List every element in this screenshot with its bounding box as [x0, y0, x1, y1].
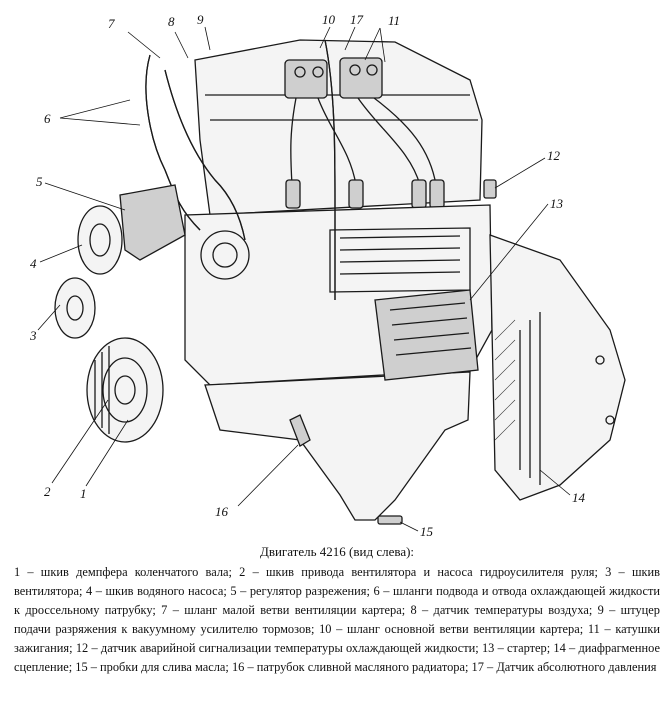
engine-diagram: 7 8 9 10 17 11 6 5 4 3 2 1 12 13 14 15 1…	[29, 12, 626, 539]
callout-8: 8	[168, 14, 175, 29]
callout-13: 13	[550, 196, 564, 211]
caption-legend: 1 – шкив демпфера коленчатого вала; 2 – …	[14, 565, 660, 674]
callout-4: 4	[30, 256, 37, 271]
callout-labels: 7 8 9 10 17 11 6 5 4 3 2 1 12 13 14 15 1…	[29, 12, 586, 539]
callout-12: 12	[547, 148, 561, 163]
engine-drawing	[54, 39, 626, 525]
callout-16: 16	[215, 504, 229, 519]
callout-9: 9	[197, 12, 204, 27]
callout-5: 5	[36, 174, 43, 189]
callout-15: 15	[420, 524, 434, 539]
callout-7: 7	[108, 16, 115, 31]
callout-14: 14	[572, 490, 586, 505]
leader-lines	[37, 26, 571, 532]
callout-17: 17	[350, 12, 364, 27]
figure-caption: Двигатель 4216 (вид слева): 1 – шкив дем…	[14, 544, 660, 677]
caption-title: Двигатель 4216 (вид слева):	[259, 544, 415, 559]
callout-11: 11	[388, 13, 400, 28]
callout-2: 2	[44, 484, 51, 499]
callout-3: 3	[29, 328, 37, 343]
callout-6: 6	[44, 111, 51, 126]
callout-10: 10	[322, 12, 336, 27]
callout-1: 1	[80, 486, 87, 501]
